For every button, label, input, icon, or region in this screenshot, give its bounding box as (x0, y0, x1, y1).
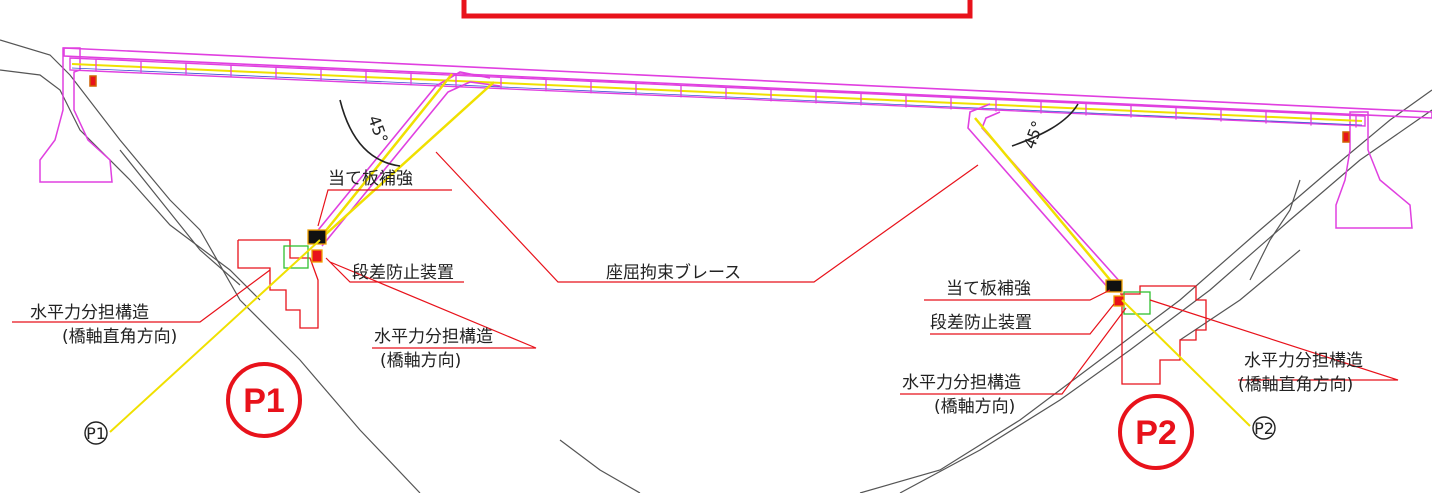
angle-right-label: 45° (1020, 118, 1048, 151)
terrain-lines (0, 39, 1432, 493)
label-ate-ita-1: 当て板補強 (328, 169, 413, 189)
label-brace: 座屈拘束ブレース (606, 262, 741, 283)
label-suihei-p2b-2: (橋軸直角方向) (1238, 375, 1353, 395)
pier-footing-p2 (1105, 279, 1207, 385)
svg-text:P2: P2 (1135, 414, 1177, 452)
label-suihei-p2a-1: 水平力分担構造 (902, 373, 1021, 393)
label-dansa-2: 段差防止装置 (930, 313, 1032, 333)
pier-badge-p2: P2 (1118, 394, 1194, 470)
pier-axis-lines (109, 239, 1251, 433)
label-suihei-p2b-1: 水平力分担構造 (1244, 351, 1363, 371)
label-ate-ita-2: 当て板補強 (946, 279, 1031, 299)
title-frame (461, 0, 973, 19)
angle-left-label: 45° (364, 113, 392, 146)
brace-frame (309, 71, 1123, 291)
leader-lines (12, 151, 1399, 395)
label-suihei-p2a-2: (橋軸方向) (934, 397, 1015, 417)
label-suihei-left-2: (橋軸直角方向) (62, 327, 177, 347)
label-suihei-left-1: 水平力分担構造 (30, 303, 149, 323)
pier-footing-p1 (237, 229, 327, 329)
bridge-deck (63, 47, 1432, 127)
abutment-right (1335, 111, 1413, 229)
label-suihei-mid-1: 水平力分担構造 (374, 327, 493, 347)
pier-badge-p1: P1 (226, 362, 302, 438)
svg-text:P1: P1 (86, 424, 106, 443)
deck-stiffeners (95, 59, 1357, 128)
pier-tag-p1: P1 (84, 421, 108, 445)
label-suihei-mid-2: (橋軸方向) (380, 351, 461, 371)
svg-text:P2: P2 (1254, 419, 1274, 438)
svg-text:P1: P1 (243, 382, 285, 420)
pier-tag-p2: P2 (1252, 416, 1276, 440)
angle-arcs (339, 99, 1079, 167)
label-dansa-1: 段差防止装置 (352, 263, 454, 283)
